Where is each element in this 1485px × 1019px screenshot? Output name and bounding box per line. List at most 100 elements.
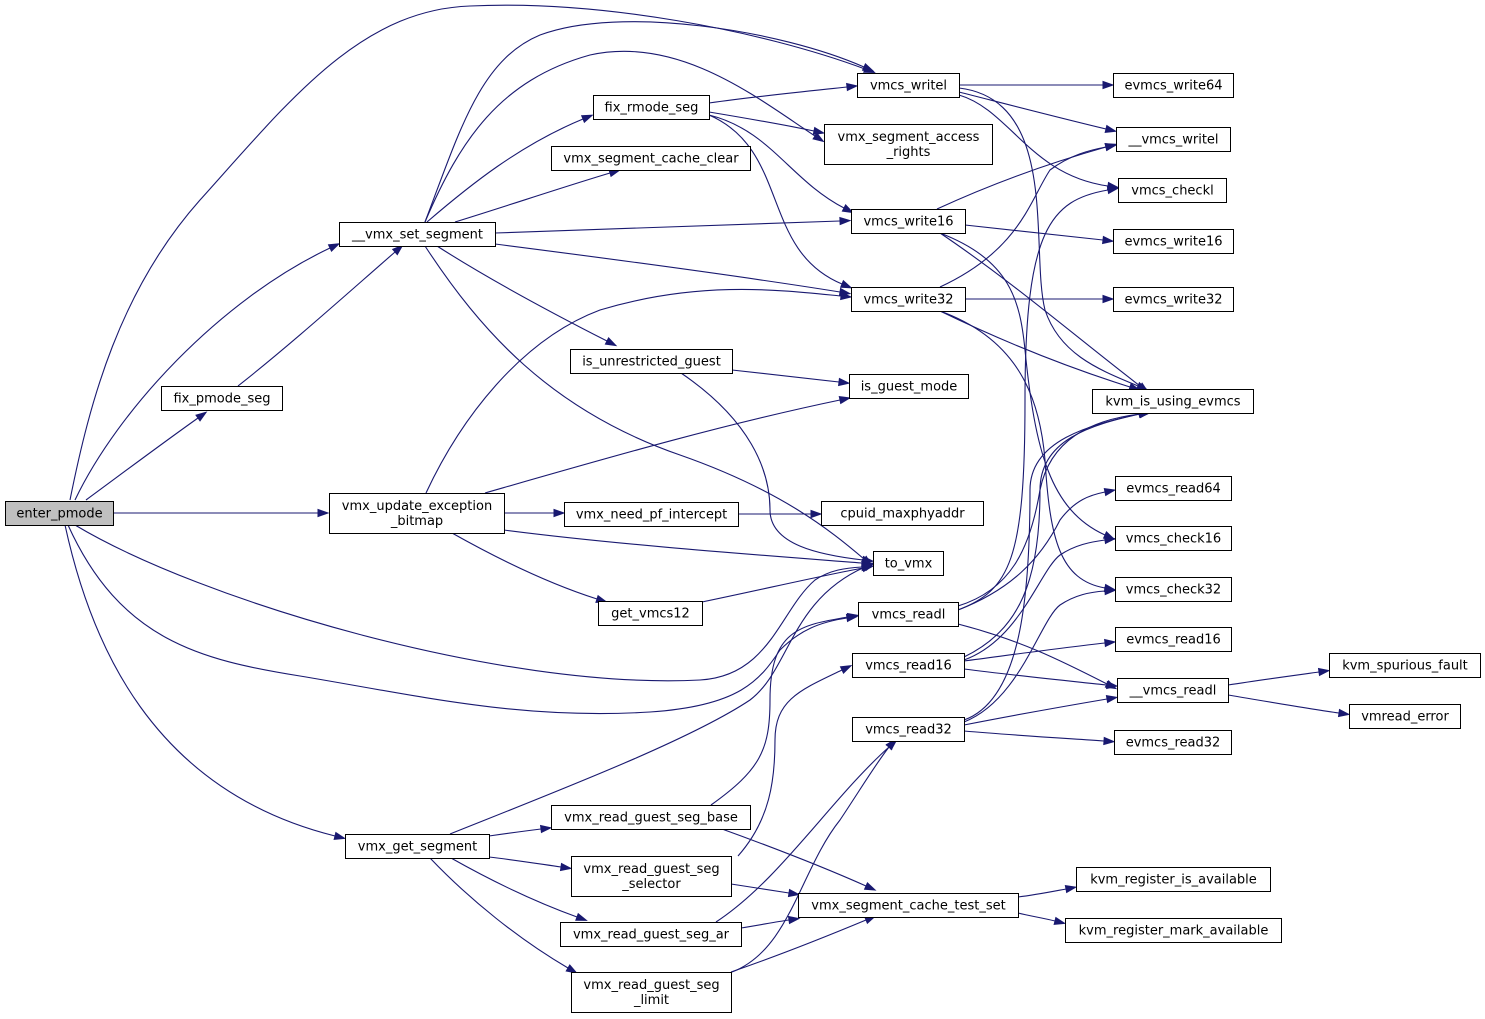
node-vmx_get_segment[interactable]: vmx_get_segment [345, 834, 490, 859]
node-__vmcs_writel[interactable]: __vmcs_writel [1116, 127, 1231, 152]
node-box [858, 602, 959, 627]
node-label: _rights [886, 145, 931, 160]
node-box [852, 717, 965, 742]
node-vmx_read_guest_seg_limit[interactable]: vmx_read_guest_seg_limit [571, 972, 732, 1013]
node-label: vmx_read_guest_seg [583, 862, 719, 877]
node-fix_pmode_seg[interactable]: fix_pmode_seg [161, 386, 283, 411]
node-box [798, 893, 1019, 918]
node-label: kvm_register_mark_available [1079, 924, 1269, 939]
node-vmcs_checkl[interactable]: vmcs_checkl [1118, 178, 1227, 203]
node-box [1065, 918, 1282, 943]
node-__vmcs_readl[interactable]: __vmcs_readl [1117, 678, 1229, 703]
node-vmx_read_guest_seg_ar[interactable]: vmx_read_guest_seg_ar [560, 922, 742, 947]
node-label: evmcs_write64 [1124, 79, 1222, 94]
node-label: __vmx_set_segment [351, 228, 483, 243]
arrowhead-icon [863, 881, 877, 891]
node-vmx_segment_cache_clear[interactable]: vmx_segment_cache_clear [551, 146, 751, 171]
node-enter_pmode[interactable]: enter_pmode [5, 501, 114, 526]
node-__vmx_set_segment[interactable]: __vmx_set_segment [339, 222, 496, 247]
arrowhead-icon [604, 337, 618, 347]
node-vmx_update_exception_bitmap[interactable]: vmx_update_exception_bitmap [329, 493, 505, 534]
edge-vmx_segment_cache_test_set-to-kvm_register_mark_available [1017, 912, 1067, 925]
node-label: vmcs_read16 [865, 659, 952, 674]
node-cpuid_maxphyaddr[interactable]: cpuid_maxphyaddr [821, 501, 984, 526]
edge-vmcs_readl-to-evmcs_read64 [957, 487, 1117, 611]
node-vmread_error[interactable]: vmread_error [1349, 704, 1461, 729]
edge-vmcs_writel-to-__vmcs_writel [958, 91, 1118, 133]
node-kvm_is_using_evmcs[interactable]: kvm_is_using_evmcs [1092, 389, 1254, 414]
edge-vmcs_readl-to-kvm_is_using_evmcs [957, 409, 1152, 607]
node-vmcs_check32[interactable]: vmcs_check32 [1115, 577, 1232, 602]
node-vmx_need_pf_intercept[interactable]: vmx_need_pf_intercept [564, 502, 739, 527]
arrowhead-icon [559, 862, 573, 872]
arrowhead-icon [839, 665, 853, 675]
node-is_guest_mode[interactable]: is_guest_mode [849, 374, 969, 399]
node-to_vmx[interactable]: to_vmx [873, 551, 944, 576]
node-vmcs_write32[interactable]: vmcs_write32 [851, 287, 966, 312]
node-label: evmcs_write32 [1124, 293, 1222, 308]
arrowhead-icon [1104, 124, 1118, 133]
node-vmcs_write16[interactable]: vmcs_write16 [851, 209, 966, 234]
node-box [849, 374, 969, 399]
node-box [851, 287, 966, 312]
node-vmcs_read16[interactable]: vmcs_read16 [852, 653, 965, 678]
arrowhead-icon [317, 508, 330, 518]
edge-vmcs_read32-to-vmcs_check32 [963, 586, 1117, 723]
edge-vmcs_readl-to-__vmcs_readl [957, 623, 1118, 690]
arrowhead-icon [787, 915, 801, 925]
node-vmx_segment_access_rights[interactable]: vmx_segment_access_rights [824, 124, 993, 165]
node-get_vmcs12[interactable]: get_vmcs12 [598, 601, 703, 626]
node-vmcs_writel[interactable]: vmcs_writel [857, 73, 960, 98]
arrowhead-icon [839, 279, 853, 289]
arrowhead-icon [812, 132, 825, 143]
node-fix_rmode_seg[interactable]: fix_rmode_seg [593, 95, 710, 120]
node-box [1092, 389, 1254, 414]
edge-vmcs_write16-to-evmcs_write16 [964, 224, 1115, 245]
node-evmcs_write16[interactable]: evmcs_write16 [1113, 229, 1234, 254]
node-vmcs_read32[interactable]: vmcs_read32 [852, 717, 965, 742]
arrowhead-icon [391, 244, 404, 256]
node-vmcs_check16[interactable]: vmcs_check16 [1115, 526, 1232, 551]
edge-fix_pmode_seg-to-__vmx_set_segment [237, 244, 404, 387]
edge-enter_pmode-to-vmx_get_segment [64, 524, 347, 840]
node-label: evmcs_read64 [1126, 482, 1221, 497]
node-label: vmx_read_guest_seg [583, 978, 719, 993]
node-box [551, 805, 751, 830]
node-box [1113, 73, 1234, 98]
edge-vmx_read_guest_seg_base-to-vmcs_readl [710, 612, 860, 806]
node-box [851, 209, 966, 234]
arrowhead-icon [575, 912, 588, 921]
node-evmcs_write64[interactable]: evmcs_write64 [1113, 73, 1234, 98]
node-vmx_read_guest_seg_base[interactable]: vmx_read_guest_seg_base [551, 805, 751, 830]
node-kvm_spurious_fault[interactable]: kvm_spurious_fault [1329, 653, 1481, 678]
arrowhead-icon [195, 411, 208, 422]
node-box [345, 834, 490, 859]
node-evmcs_read64[interactable]: evmcs_read64 [1115, 476, 1232, 501]
node-label: vmx_read_guest_seg_base [564, 811, 738, 826]
node-evmcs_write32[interactable]: evmcs_write32 [1113, 287, 1234, 312]
arrowhead-icon [861, 62, 875, 72]
node-is_unrestricted_guest[interactable]: is_unrestricted_guest [570, 349, 733, 374]
node-label: is_guest_mode [861, 380, 958, 395]
arrowhead-icon [1103, 535, 1117, 545]
node-kvm_register_mark_available[interactable]: kvm_register_mark_available [1065, 918, 1282, 943]
node-vmcs_readl[interactable]: vmcs_readl [858, 602, 959, 627]
arrowhead-icon [812, 126, 826, 136]
edge-fix_rmode_seg-to-vmx_segment_access_rights [708, 111, 826, 136]
node-evmcs_read16[interactable]: evmcs_read16 [1115, 627, 1232, 652]
node-vmx_segment_cache_test_set[interactable]: vmx_segment_cache_test_set [798, 893, 1019, 918]
edge-vmcs_write32-to-vmcs_check32 [939, 310, 1117, 593]
node-box [1329, 653, 1481, 678]
edge-enter_pmode-to-fix_pmode_seg [85, 411, 208, 501]
edge-vmcs_write16-to-kvm_is_using_evmcs [939, 232, 1150, 394]
node-evmcs_read32[interactable]: evmcs_read32 [1114, 730, 1232, 755]
node-box [852, 653, 965, 678]
node-kvm_register_is_available[interactable]: kvm_register_is_available [1076, 867, 1271, 892]
node-vmx_read_guest_seg_selector[interactable]: vmx_read_guest_seg_selector [571, 856, 732, 897]
edge-vmcs_read16-to-vmcs_check16 [963, 535, 1117, 661]
node-label: get_vmcs12 [611, 607, 690, 622]
node-label: kvm_is_using_evmcs [1105, 395, 1240, 410]
node-label: vmcs_check16 [1126, 532, 1221, 547]
node-box [551, 146, 751, 171]
edge-vmcs_write32-to-evmcs_write32 [965, 294, 1115, 304]
